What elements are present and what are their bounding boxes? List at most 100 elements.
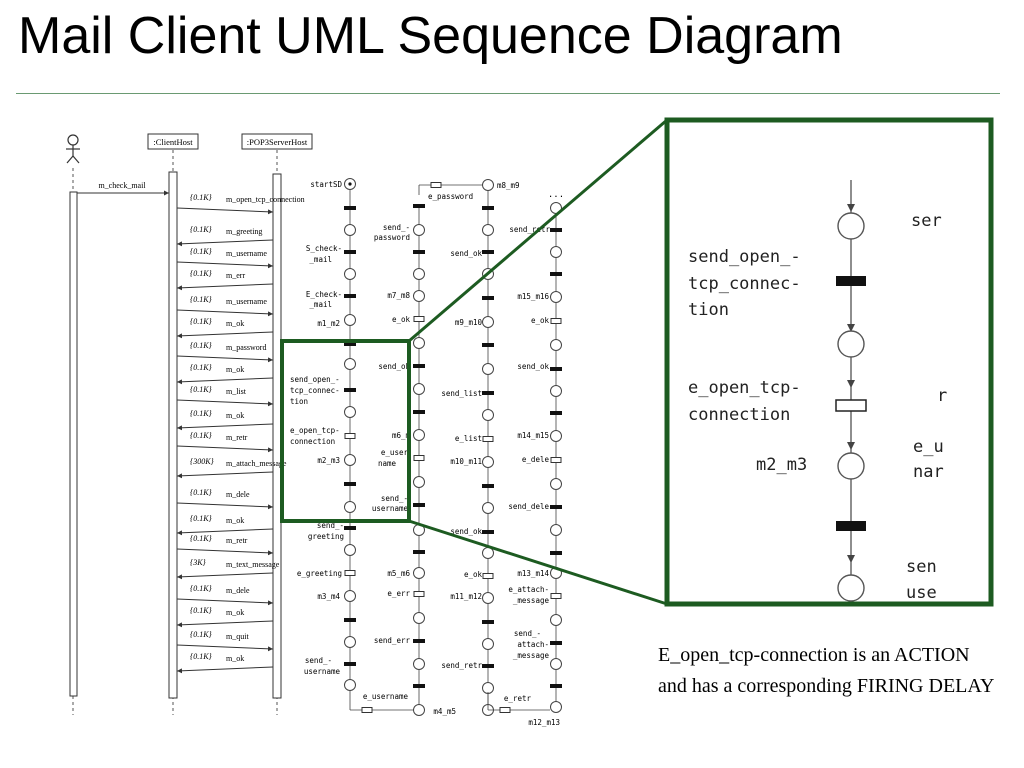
petri-column — [344, 178, 356, 691]
petri-label: _message — [513, 651, 550, 660]
petri-label: m14_m15 — [517, 431, 549, 440]
petri-label: m5_m6 — [387, 569, 410, 578]
zoom-panel: send_open_-tcp_connec-tione_open_tcp-con… — [664, 117, 994, 607]
sequence-message: {0.1K}m_retr — [176, 431, 274, 453]
zoom-label: m2_m3 — [756, 455, 807, 475]
petri-place — [344, 501, 356, 513]
sequence-message: {0.1K}m_quit — [176, 630, 274, 652]
petri-label: send_ok — [450, 249, 482, 258]
petri-label: E_check- — [306, 290, 342, 299]
petri-label: send_ok — [450, 527, 482, 536]
sequence-message: {3K}m_text_message — [176, 558, 280, 580]
petri-column — [413, 204, 425, 716]
message-label: m_greeting — [226, 227, 262, 236]
petri-label: attach- — [517, 640, 549, 649]
petri-transition — [482, 530, 494, 534]
petri-label: tion — [290, 397, 308, 406]
petri-transition-timed — [413, 455, 425, 461]
petri-place — [344, 358, 356, 370]
message-size: {0.1K} — [190, 363, 213, 372]
petri-place — [413, 658, 425, 670]
petri-label: send_ok — [517, 362, 549, 371]
zoom-label: nar — [913, 462, 944, 482]
petri-transition — [413, 364, 425, 368]
message-label: m_list — [226, 387, 247, 396]
petri-label: send_open_- — [290, 375, 340, 384]
message-size: {0.1K} — [190, 409, 213, 418]
petri-label: S_check- — [306, 244, 342, 253]
zoom-label: tcp_connec- — [688, 274, 801, 294]
sequence-message: {0.1K} m_ok — [176, 363, 274, 385]
petri-label: send_list — [441, 389, 482, 398]
petri-place — [550, 430, 562, 442]
petri-label: e_err — [387, 589, 410, 598]
message-label: m_ok — [226, 319, 244, 328]
petri-place — [413, 290, 425, 302]
message-size: {300K} — [190, 457, 215, 466]
message-label: m_text_message — [226, 560, 280, 569]
petri-label: m11_m12 — [450, 592, 482, 601]
petri-transition-timed — [413, 591, 425, 597]
message-label: m_ok — [226, 654, 244, 663]
petri-label: m3_m4 — [317, 592, 340, 601]
petri-place — [344, 679, 356, 691]
petri-label: m8_m9 — [497, 181, 520, 190]
petri-place — [344, 314, 356, 326]
sequence-message: {0.1K} m_password — [176, 341, 274, 363]
message-label: m_ok — [226, 365, 244, 374]
sequence-message: m_check_mail — [77, 181, 169, 196]
petri-label: e_dele — [522, 455, 550, 464]
petri-place — [550, 246, 562, 258]
sequence-message: {0.1K}m_username — [176, 295, 274, 317]
petri-transition — [482, 484, 494, 488]
petri-place — [413, 383, 425, 395]
petri-label: _mail — [309, 300, 332, 309]
message-size: {0.1K} — [190, 193, 213, 202]
petri-label: send_retr — [509, 225, 550, 234]
zoom-label: send_open_- — [688, 247, 801, 267]
message-label: m_ok — [226, 608, 244, 617]
petri-transition-timed — [499, 707, 511, 713]
petri-place — [550, 658, 562, 670]
petri-transition — [344, 662, 356, 666]
petri-label: m9_m10 — [455, 318, 483, 327]
petri-place — [482, 363, 494, 375]
sequence-message: {0.1K}m_greeting — [176, 225, 274, 247]
petri-place — [550, 524, 562, 536]
message-label: m_quit — [226, 632, 249, 641]
petri-transition — [482, 664, 494, 668]
zoom-label: tion — [688, 300, 729, 320]
message-label: m_err — [226, 271, 245, 280]
petri-label: send_dele — [508, 502, 549, 511]
petri-label: e_list — [455, 434, 482, 443]
message-label: m_retr — [226, 433, 248, 442]
zoom-label: sen — [906, 557, 937, 577]
petri-place — [550, 478, 562, 490]
message-label: m_username — [226, 249, 267, 258]
petri-transition-timed — [344, 433, 356, 439]
petri-transition — [413, 550, 425, 554]
petri-label: e_greeting — [297, 569, 342, 578]
petri-place — [413, 704, 425, 716]
zoom-connector — [408, 118, 668, 606]
message-label: m_attach_message — [226, 459, 287, 468]
lifeline-pop3serverhost-label: :POP3ServerHost — [247, 137, 308, 147]
message-label: m_password — [226, 343, 266, 352]
message-size: {0.1K} — [190, 341, 213, 350]
petri-place — [482, 592, 494, 604]
petri-place — [550, 291, 562, 303]
petri-transition-timed — [344, 570, 356, 576]
message-size: {0.1K} — [190, 317, 213, 326]
sequence-message: {0.1K}m_open_tcp_connection — [176, 193, 305, 215]
petri-place — [344, 454, 356, 466]
petri-place — [482, 409, 494, 421]
petri-label: e_password — [428, 192, 473, 201]
petri-transition — [482, 343, 494, 347]
zoom-label: e_open_tcp- — [688, 378, 801, 398]
zoom-place — [837, 452, 865, 480]
petri-place — [482, 224, 494, 236]
petri-transition — [413, 250, 425, 254]
sequence-message: {0.1K}m_retr — [176, 534, 274, 556]
sequence-message: {0.1K} m_ok — [176, 317, 274, 339]
petri-transition — [344, 526, 356, 530]
